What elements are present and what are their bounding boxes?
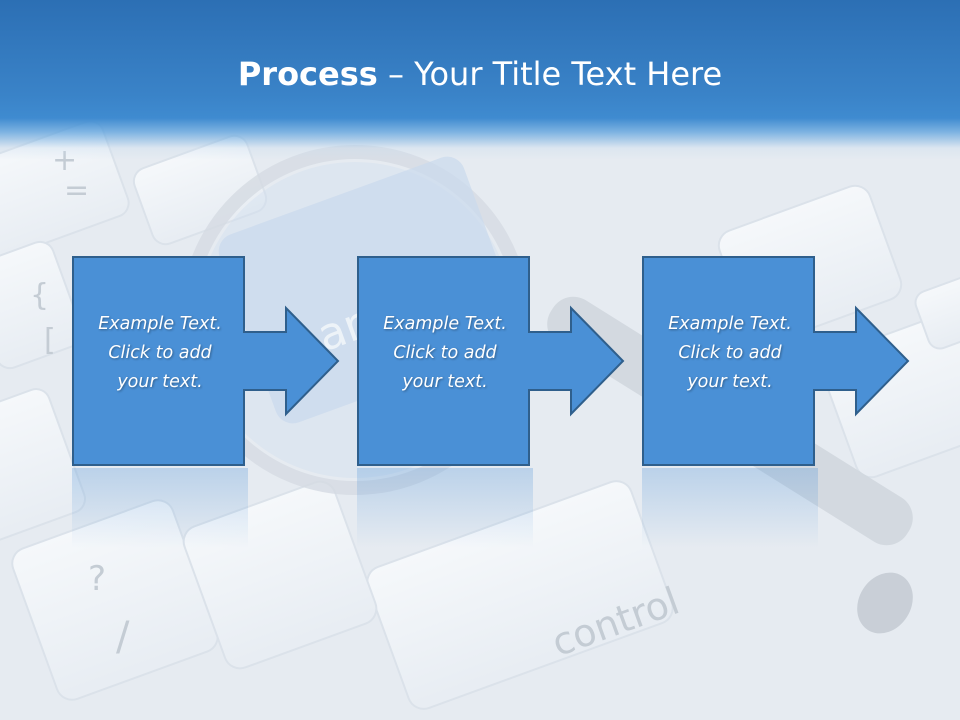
key-brace-label: {	[30, 278, 49, 313]
process-step-1[interactable]: Example Text. Click to add your text.	[72, 256, 340, 466]
step-text: Example Text. Click to add your text.	[72, 310, 248, 397]
step-text: Example Text. Click to add your text.	[357, 310, 533, 397]
step-reflection	[72, 468, 248, 548]
step-line: Click to add	[678, 343, 782, 363]
key-slash-label: /	[116, 614, 130, 660]
step-line: Click to add	[393, 343, 497, 363]
step-line: Example Text.	[668, 314, 792, 334]
process-step-3[interactable]: Example Text. Click to add your text.	[642, 256, 910, 466]
key-question-label: ?	[88, 559, 106, 599]
slide-title[interactable]: Process – Your Title Text Here	[0, 54, 960, 94]
step-reflection	[642, 468, 818, 548]
step-text: Example Text. Click to add your text.	[642, 310, 818, 397]
title-rest-text: – Your Title Text Here	[377, 55, 723, 93]
step-line: Example Text.	[383, 314, 507, 334]
title-bold-text: Process	[237, 55, 378, 93]
step-reflection	[357, 468, 533, 548]
title-band	[0, 0, 960, 160]
step-line: your text.	[687, 372, 773, 392]
step-line: Example Text.	[98, 314, 222, 334]
step-arrow-shape	[72, 256, 340, 466]
step-arrow-shape	[357, 256, 625, 466]
step-line: your text.	[117, 372, 203, 392]
key-equals-label: =	[64, 173, 89, 208]
step-line: your text.	[402, 372, 488, 392]
step-line: Click to add	[108, 343, 212, 363]
key-bracket-label: [	[44, 323, 56, 358]
step-arrow-shape	[642, 256, 910, 466]
process-step-2[interactable]: Example Text. Click to add your text.	[357, 256, 625, 466]
